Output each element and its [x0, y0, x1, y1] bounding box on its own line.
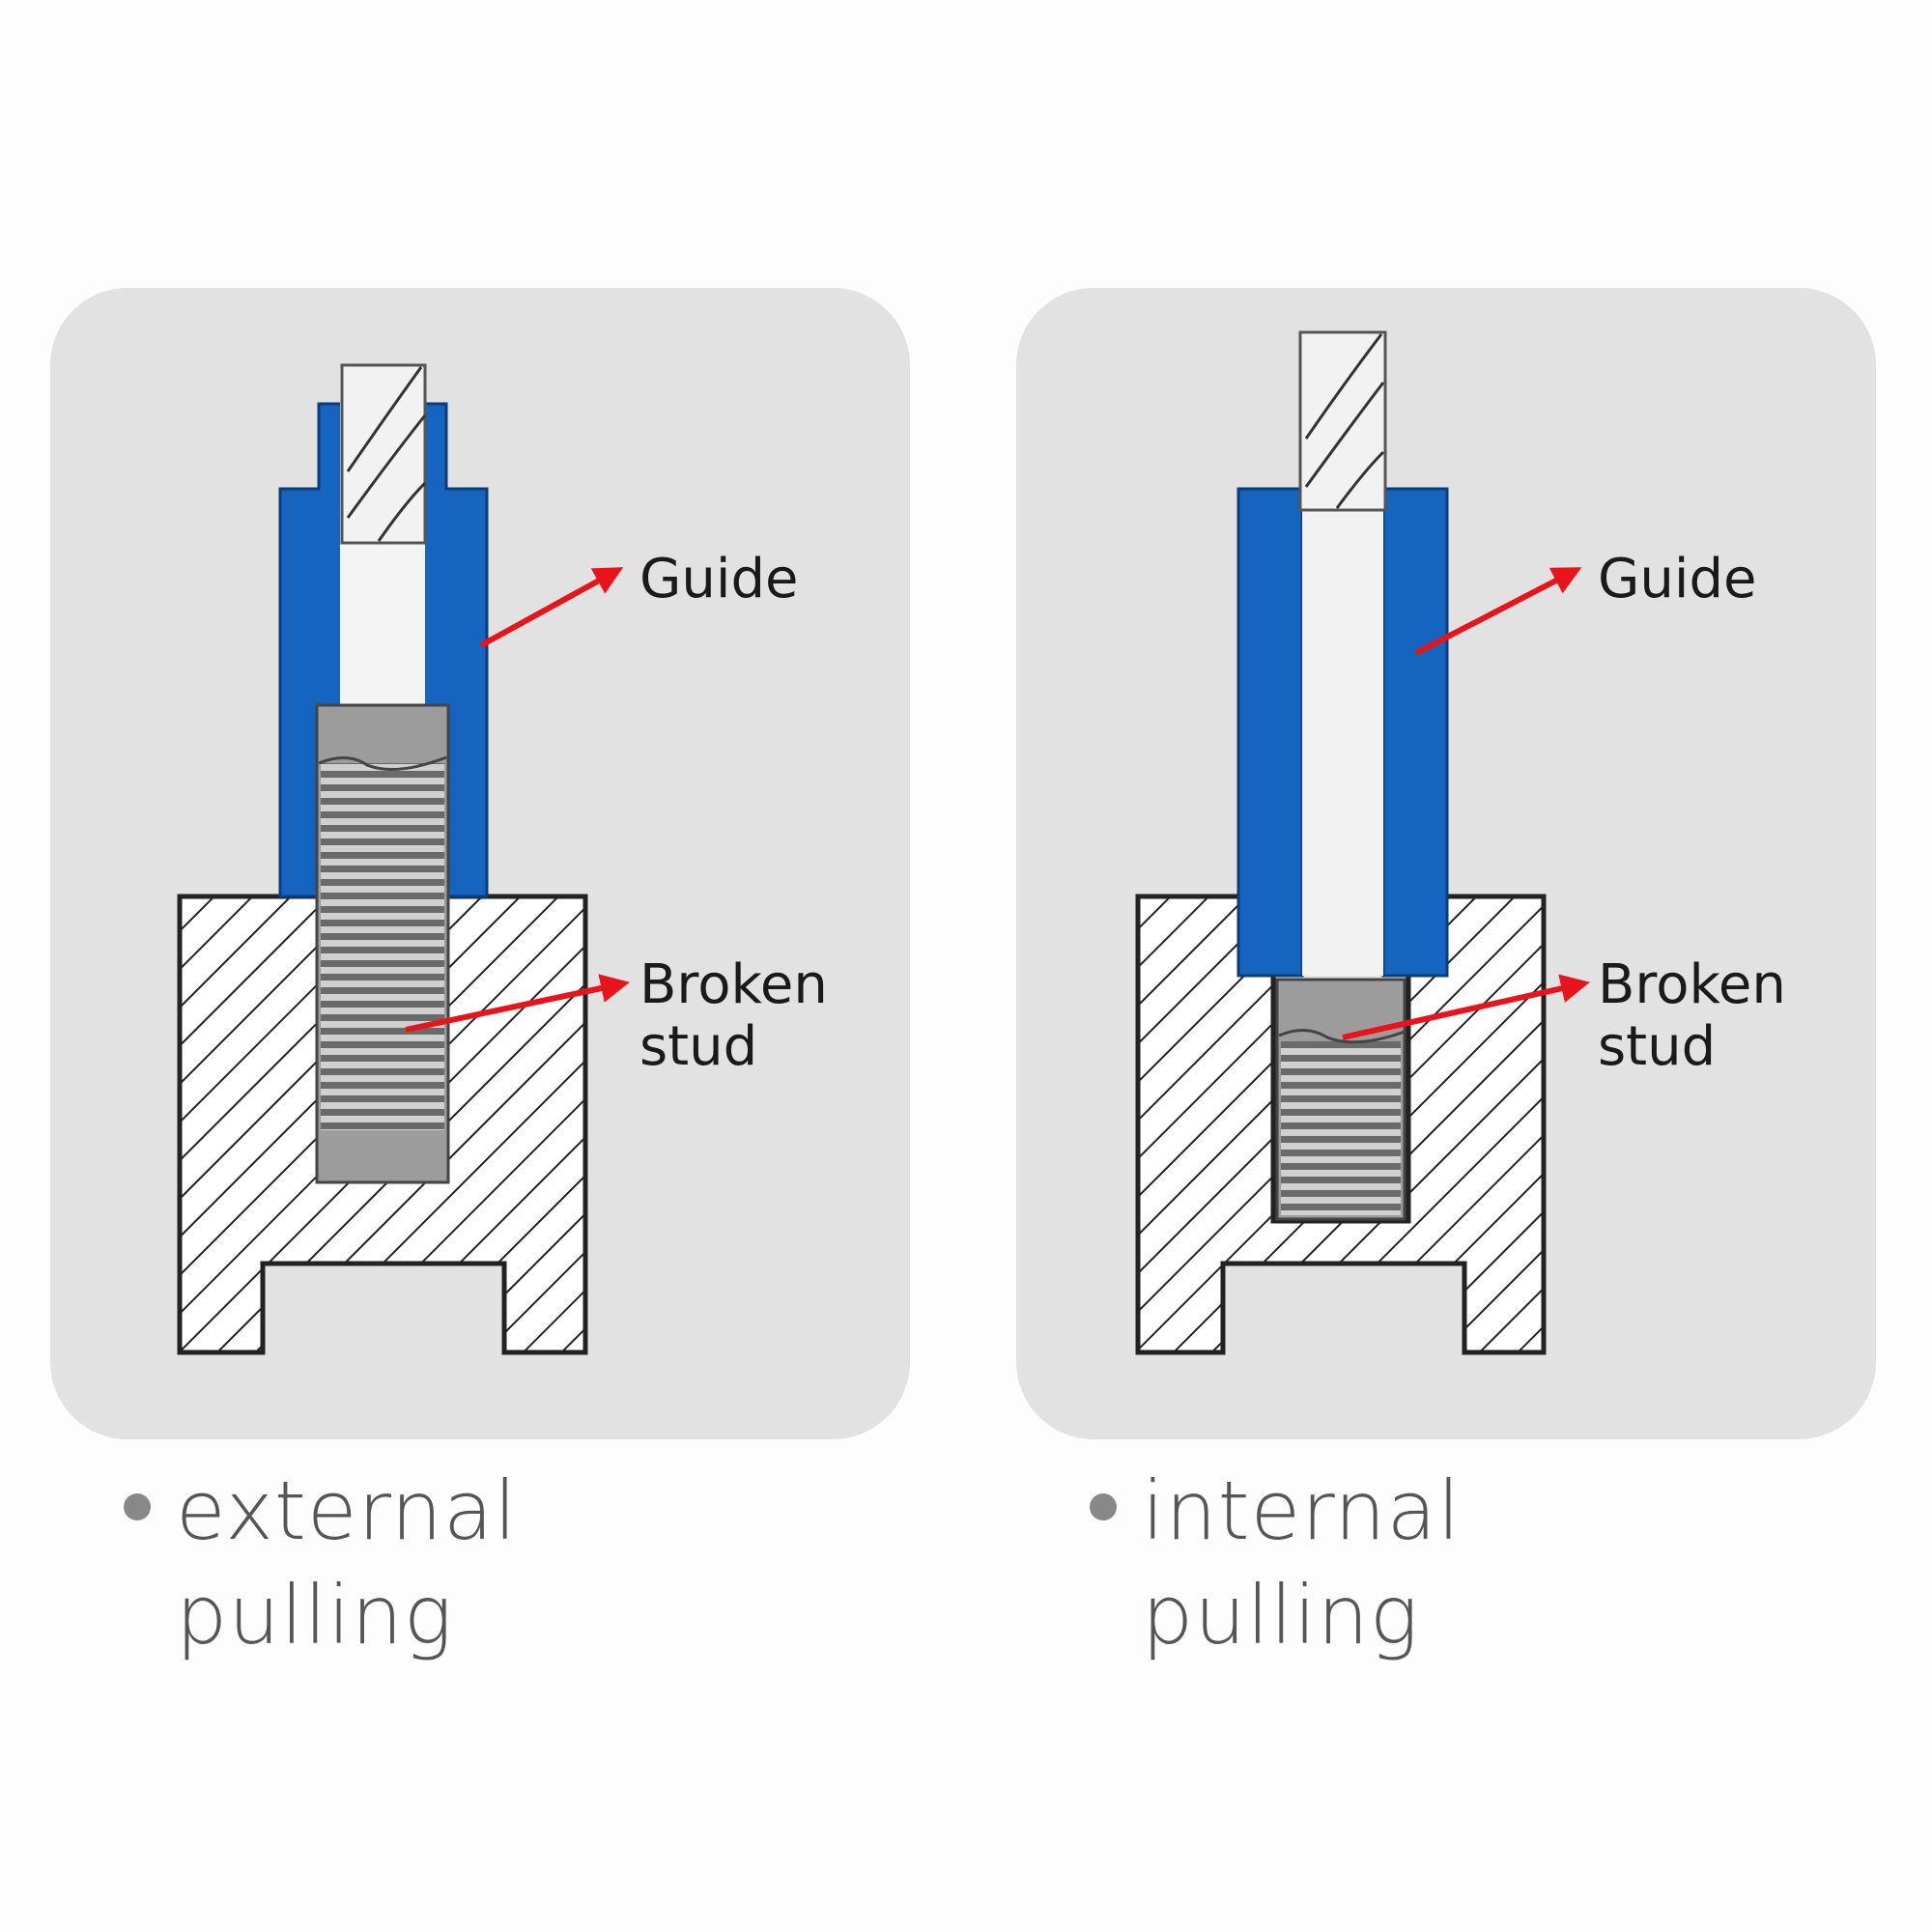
guide-arrow [479, 567, 624, 648]
guide-wall-right [1381, 487, 1449, 978]
guide-bore [1302, 489, 1383, 976]
caption-line2: pulling [1142, 1568, 1420, 1662]
caption-internal: internal pulling [1090, 1459, 1669, 1667]
guide-wall-left [1236, 487, 1304, 978]
caption-line2: pulling [176, 1568, 454, 1662]
drill-bit [340, 363, 427, 545]
panel-internal: Guide Broken stud [1016, 288, 1876, 1439]
stud-label-line1: Broken [1598, 953, 1786, 1016]
bullet-icon [1090, 1493, 1117, 1520]
stud-label-line2: stud [1598, 1015, 1716, 1078]
stud-arrow [1342, 974, 1590, 1040]
caption-line1: external [176, 1463, 518, 1558]
stud-label-line2: stud [639, 1015, 757, 1078]
broken-stud [315, 703, 450, 1184]
stud-arrow [405, 974, 630, 1033]
caption-external: external pulling [124, 1459, 703, 1667]
panel-external: Guide Broken stud [50, 288, 910, 1439]
stud-label-line1: Broken [639, 953, 828, 1016]
bullet-icon [124, 1493, 151, 1520]
caption-line1: internal [1142, 1463, 1462, 1558]
drill-bit [1298, 330, 1387, 512]
guide-label: Guide [1598, 548, 1756, 611]
guide-arrow [1414, 567, 1582, 656]
broken-stud [1275, 978, 1406, 1221]
guide-label: Guide [639, 548, 798, 611]
